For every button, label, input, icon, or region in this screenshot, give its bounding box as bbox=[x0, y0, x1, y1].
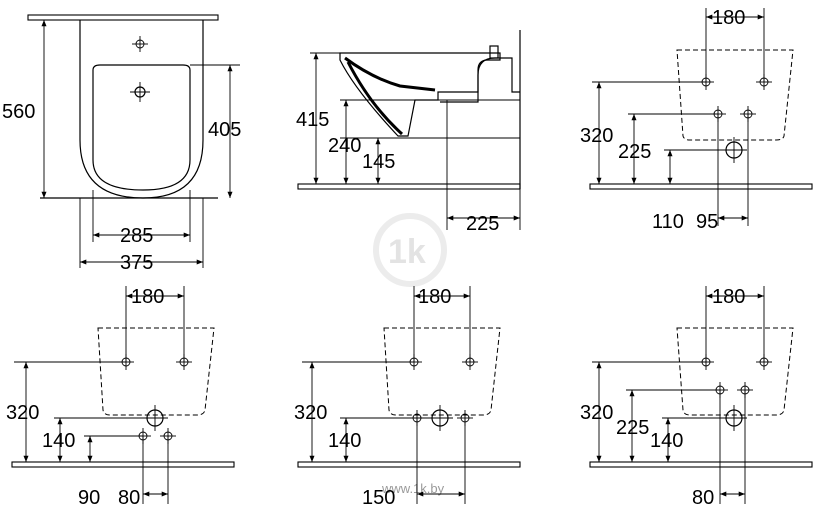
dim-mid: 140 bbox=[42, 430, 75, 452]
panel-bottom-right: 180 320 225 140 80 bbox=[580, 286, 813, 509]
dim-mid: 225 bbox=[618, 141, 651, 163]
dim-bottom: 80 bbox=[692, 487, 714, 509]
watermark-logo: 1k bbox=[373, 213, 447, 287]
wall-plate bbox=[27, 14, 219, 21]
dim-width-inner: 285 bbox=[120, 225, 153, 247]
dim-mid: 140 bbox=[328, 430, 361, 452]
watermark-logo-text: 1k bbox=[388, 233, 426, 271]
dim-bottom-left: 90 bbox=[78, 487, 100, 509]
dim-bottom-right: 80 bbox=[118, 487, 140, 509]
drain-hole-icon bbox=[130, 82, 150, 102]
dim-bottom-left: 110 bbox=[652, 211, 684, 233]
bidet-outline bbox=[79, 20, 204, 199]
dim-height-low: 145 bbox=[362, 151, 395, 173]
dim-top: 180 bbox=[712, 286, 745, 308]
dim-height-rim: 415 bbox=[296, 109, 329, 131]
panel-bottom-left: 180 320 140 90 80 bbox=[6, 286, 235, 509]
dim-top: 180 bbox=[712, 7, 745, 29]
outline-dashed bbox=[676, 327, 794, 416]
panel-top-right: 180 320 225 110 95 bbox=[580, 7, 813, 233]
dim-width-total: 375 bbox=[120, 252, 153, 274]
bidet-profile bbox=[339, 52, 501, 137]
panel-bottom-middle: 180 320 140 150 bbox=[294, 286, 521, 509]
dim-left: 320 bbox=[580, 402, 613, 424]
outlet-pipe bbox=[440, 57, 520, 103]
dim-mid: 225 bbox=[616, 417, 649, 439]
dim-height-total: 560 bbox=[2, 101, 35, 123]
dim-bottom-right: 95 bbox=[696, 211, 718, 233]
front-view: 560 405 285 375 bbox=[2, 14, 241, 274]
outline-dashed bbox=[383, 327, 501, 416]
outline-dashed bbox=[676, 49, 794, 141]
dim-mid2: 140 bbox=[650, 430, 683, 452]
dim-height-outlet: 240 bbox=[328, 135, 361, 157]
bowl-outline bbox=[92, 64, 191, 191]
dim-depth: 225 bbox=[466, 213, 499, 235]
dim-left: 320 bbox=[6, 402, 39, 424]
tap-hole-icon bbox=[131, 35, 149, 53]
dim-left: 320 bbox=[580, 125, 613, 147]
floor-line bbox=[297, 183, 521, 190]
bowl-profile bbox=[344, 56, 436, 92]
outline-dashed bbox=[97, 327, 215, 416]
dim-left: 320 bbox=[294, 402, 327, 424]
dim-top: 180 bbox=[131, 286, 164, 308]
side-view: 415 240 145 225 bbox=[296, 30, 521, 235]
dim-bottom: 150 bbox=[362, 487, 395, 509]
dim-top: 180 bbox=[418, 286, 451, 308]
dim-height-bowl: 405 bbox=[208, 119, 241, 141]
